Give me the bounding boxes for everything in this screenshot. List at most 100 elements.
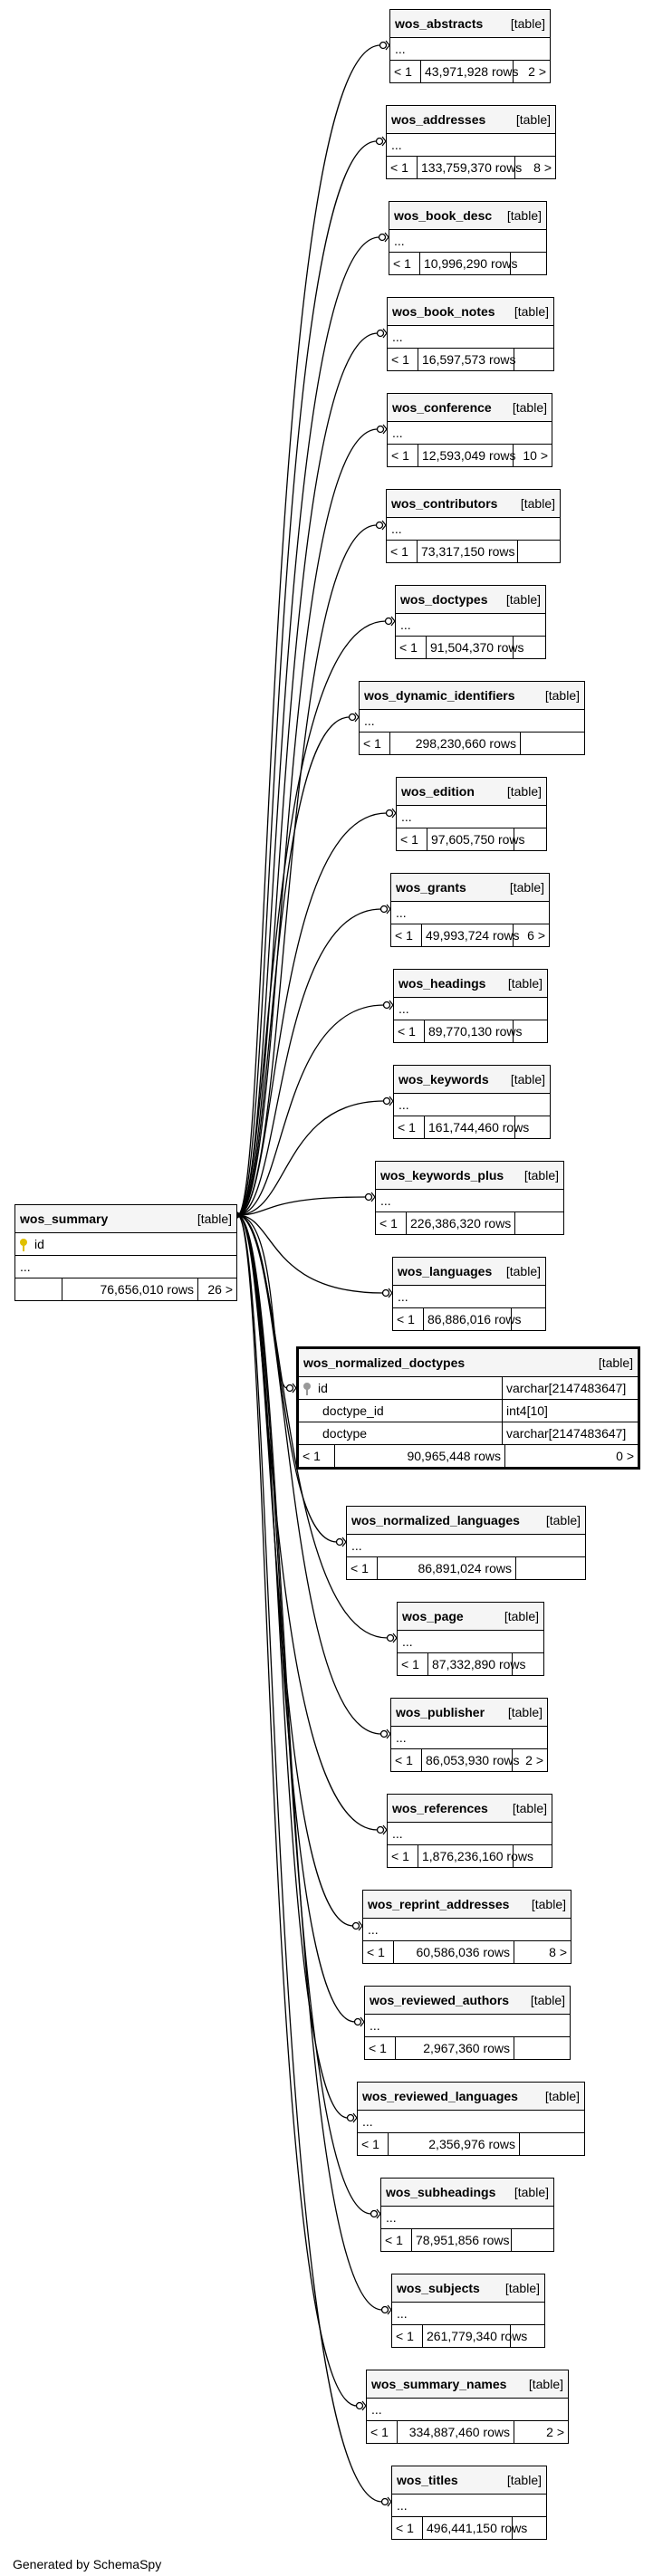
parents-count[interactable]: < 1 [388, 1845, 418, 1867]
table-name[interactable]: wos_normalized_doctypes [303, 1355, 466, 1370]
table-name[interactable]: wos_edition [401, 784, 475, 799]
parents-count[interactable]: < 1 [347, 1557, 378, 1579]
parents-count[interactable]: < 1 [360, 733, 390, 754]
table-name[interactable]: wos_contributors [391, 496, 498, 511]
children-count[interactable]: 2 > [528, 64, 546, 79]
table-name[interactable]: wos_reviewed_authors [370, 1993, 510, 2007]
parents-count[interactable]: < 1 [387, 157, 418, 178]
table-name[interactable]: wos_abstracts [395, 16, 484, 31]
table-name[interactable]: wos_subheadings [386, 2185, 496, 2199]
table-name[interactable]: wos_conference [392, 400, 492, 415]
table-name[interactable]: wos_reprint_addresses [368, 1897, 510, 1911]
parents-count[interactable]: < 1 [388, 349, 418, 370]
parents-count[interactable]: < 1 [393, 1308, 424, 1330]
children-count[interactable]: 10 > [523, 448, 548, 463]
parents-count[interactable]: < 1 [381, 2229, 412, 2251]
children-count[interactable] [514, 1020, 547, 1042]
children-count[interactable] [513, 1653, 543, 1675]
children-count[interactable] [512, 2229, 553, 2251]
children-count[interactable] [513, 2517, 546, 2539]
table-name[interactable]: wos_references [392, 1801, 488, 1815]
parents-count[interactable]: < 1 [299, 1445, 335, 1467]
table-name[interactable]: wos_summary [20, 1211, 109, 1226]
table-name[interactable]: wos_dynamic_identifiers [364, 688, 515, 703]
children-count[interactable] [512, 1308, 545, 1330]
parents-count[interactable]: < 1 [376, 1212, 407, 1234]
parents-count[interactable]: < 1 [392, 2517, 423, 2539]
parents-count[interactable]: < 1 [396, 637, 427, 658]
parents-count[interactable]: < 1 [391, 1749, 422, 1771]
table-name[interactable]: wos_normalized_languages [351, 1513, 520, 1527]
parents-count[interactable]: < 1 [397, 828, 427, 850]
children-count[interactable]: 0 > [616, 1449, 634, 1463]
column-row[interactable]: id varchar[2147483647] [299, 1376, 638, 1399]
table-name[interactable]: wos_reviewed_languages [362, 2089, 518, 2103]
children-count[interactable] [515, 1212, 563, 1234]
table-name[interactable]: wos_book_desc [394, 208, 493, 223]
children-count[interactable]: 2 > [525, 1753, 543, 1767]
parents-count[interactable]: < 1 [387, 541, 418, 562]
parents-count[interactable]: < 1 [394, 1020, 425, 1042]
children-count[interactable] [514, 637, 545, 658]
table-name[interactable]: wos_headings [399, 976, 486, 991]
parents-count[interactable]: < 1 [391, 924, 422, 946]
table-name[interactable]: wos_page [402, 1609, 464, 1623]
children-count[interactable]: 26 > [207, 1282, 233, 1297]
table-name[interactable]: wos_addresses [391, 112, 486, 127]
children-count[interactable]: 8 > [533, 160, 552, 175]
children-count[interactable]: 8 > [549, 1945, 567, 1959]
table-name[interactable]: wos_publisher [396, 1705, 485, 1719]
parents-count[interactable]: < 1 [363, 1941, 394, 1963]
children-count[interactable] [514, 1845, 552, 1867]
parents-count[interactable]: < 1 [389, 253, 420, 274]
children-count[interactable]: 2 > [546, 2425, 564, 2439]
table-wos-summary[interactable]: wos_summary [table] id ... 76,656,010 ro… [14, 1204, 237, 1301]
table-name[interactable]: wos_subjects [397, 2281, 480, 2295]
children-count[interactable] [511, 253, 546, 274]
children-count[interactable] [514, 349, 553, 370]
children-count[interactable] [516, 1557, 585, 1579]
table-name[interactable]: wos_summary_names [371, 2377, 507, 2391]
parents-count[interactable]: < 1 [388, 445, 418, 466]
parents-count[interactable]: < 1 [390, 61, 421, 82]
children-count[interactable] [511, 2325, 544, 2347]
children-count[interactable] [514, 2037, 570, 2059]
children-count[interactable] [521, 733, 584, 754]
children-count[interactable] [518, 541, 560, 562]
parents-count[interactable]: < 1 [358, 2133, 389, 2155]
parents-count[interactable]: < 1 [394, 1116, 425, 1138]
table-name[interactable]: wos_keywords_plus [380, 1168, 504, 1183]
parents-count[interactable]: < 1 [392, 2325, 423, 2347]
table-name[interactable]: wos_doctypes [400, 592, 488, 607]
table-wos-normalized-doctypes[interactable]: wos_normalized_doctypes [table] id varch… [296, 1346, 640, 1470]
column-row[interactable]: doctype_id int4[10] [299, 1399, 638, 1422]
table-name[interactable]: wos_grants [396, 880, 466, 895]
parents-count[interactable]: < 1 [367, 2421, 398, 2443]
parents-count[interactable]: < 1 [398, 1653, 428, 1675]
parents-count[interactable]: < 1 [365, 2037, 396, 2059]
table-name[interactable]: wos_languages [398, 1264, 493, 1278]
